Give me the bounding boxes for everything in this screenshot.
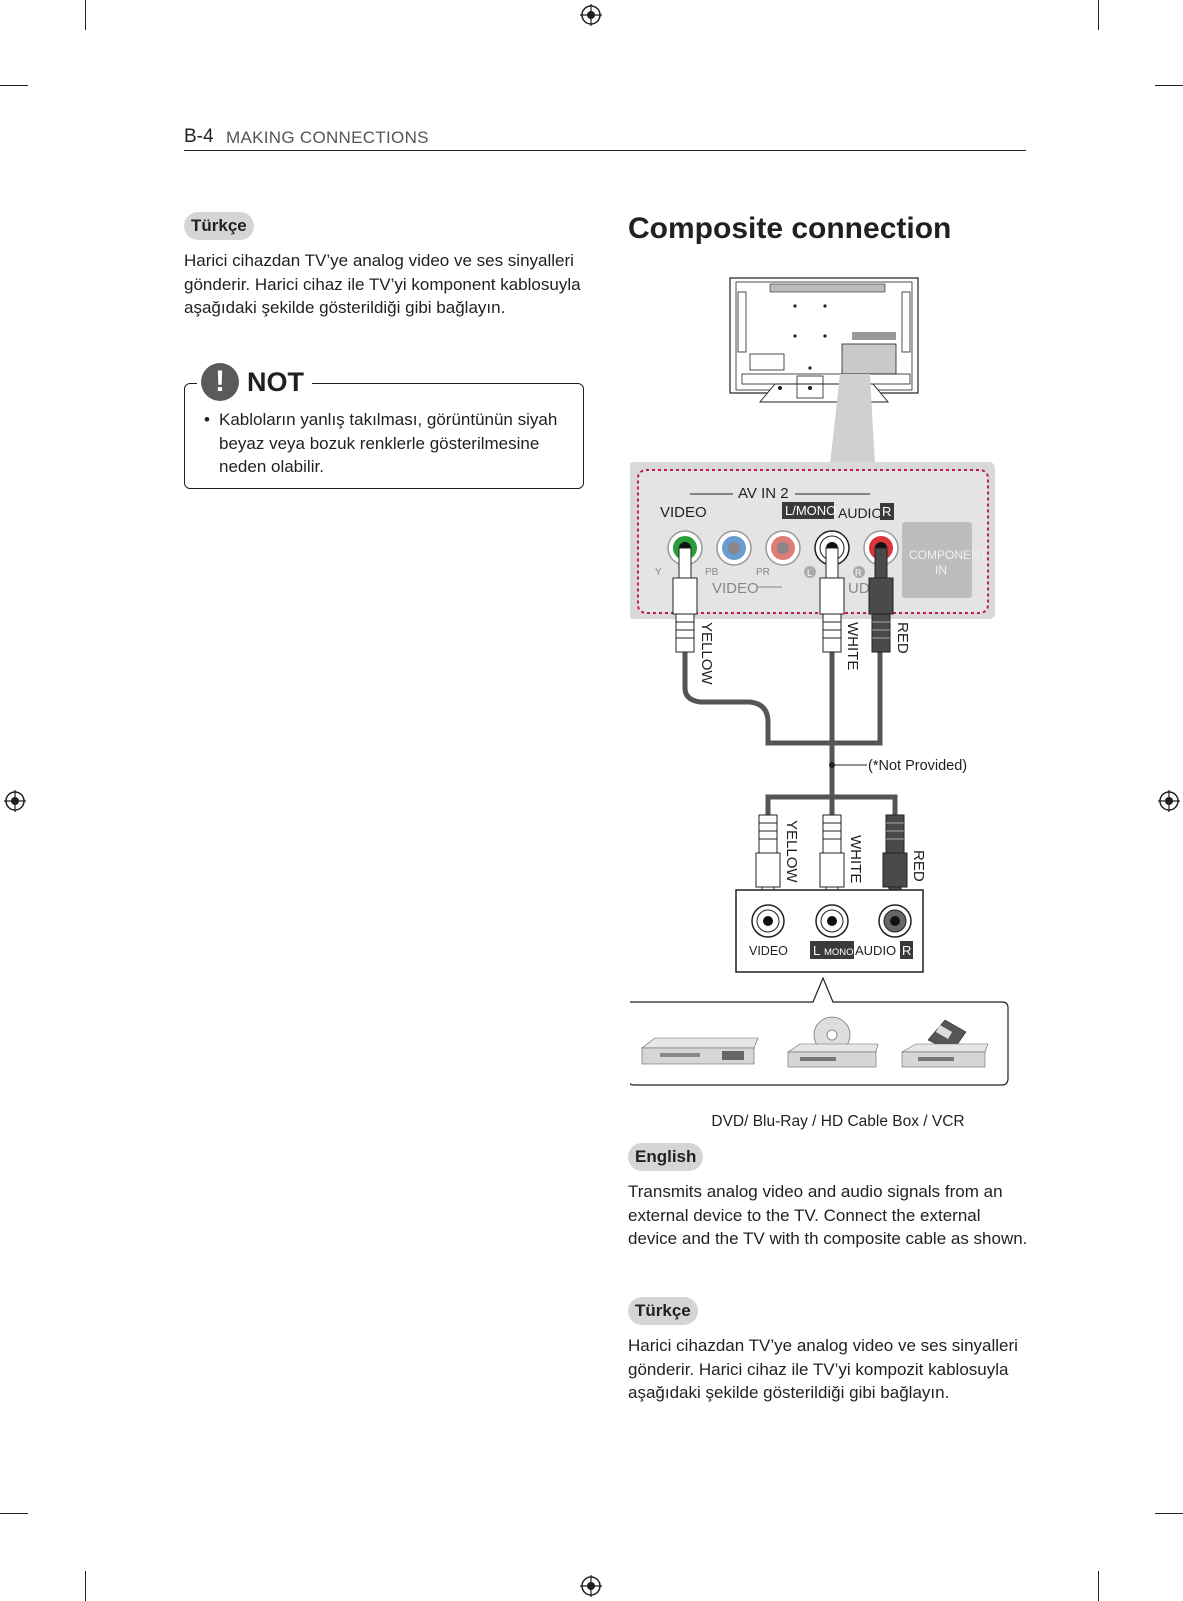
jack-r-label: R	[855, 568, 862, 578]
cable-label-white-bottom: WHITE	[847, 835, 864, 883]
intro-paragraph: Harici cihazdan TV’ye analog video ve se…	[184, 251, 581, 317]
tv-back-illustration	[729, 277, 919, 403]
component-in-label: COMPONENT IN	[909, 548, 990, 577]
crop-mark	[1155, 1513, 1183, 1515]
english-paragraph: Transmits analog video and audio signals…	[628, 1182, 1028, 1248]
component-in-text-line2: IN	[935, 563, 947, 577]
plug-red-top	[868, 547, 894, 653]
plug-yellow-top	[672, 547, 698, 653]
cable-label-white-top: WHITE	[844, 622, 861, 670]
jack-pr-red	[765, 530, 801, 566]
audio-bottom-label: UD	[848, 580, 870, 597]
l-mono-label: L/MONO	[785, 503, 836, 518]
video-bottom-label: VIDEO	[712, 580, 759, 597]
jack-pr-label: PR	[756, 567, 770, 578]
composite-connection-diagram: AV IN 2 VIDEO L/MONO AUDIO R Y PB PR	[630, 277, 1009, 1086]
audio-r-label: R	[882, 504, 891, 519]
crop-mark	[85, 0, 87, 30]
jack-l-label: L	[807, 568, 812, 578]
page-header: B-4 MAKING CONNECTIONS	[184, 126, 1026, 151]
device-video-label: VIDEO	[749, 944, 788, 958]
jack-pb-label: PB	[705, 567, 719, 578]
vcr-icon	[900, 1019, 989, 1068]
cable-label-yellow-bottom: YELLOW	[783, 820, 800, 883]
device-r-label: R	[902, 943, 911, 958]
language-badge-english: English	[628, 1143, 704, 1171]
note-title: ! NOT	[197, 360, 312, 404]
crop-mark	[0, 85, 28, 87]
component-in-text: COMPONENT	[909, 548, 988, 562]
bullet: •	[204, 410, 210, 429]
crop-mark	[1098, 1571, 1100, 1601]
jack-y-label: Y	[655, 567, 662, 578]
registration-mark-icon	[580, 1575, 602, 1597]
device-output-panel: VIDEO L MONO AUDIO R	[735, 889, 924, 973]
registration-mark-icon	[4, 790, 26, 812]
cable-label-yellow-top: YELLOW	[698, 622, 715, 685]
plug-white-top	[819, 547, 845, 653]
blu-ray-player-icon	[787, 1016, 879, 1068]
section-title: MAKING CONNECTIONS	[226, 128, 429, 147]
video-label: VIDEO	[660, 504, 707, 521]
note-heading: NOT	[247, 366, 304, 397]
crop-mark	[1155, 85, 1183, 87]
section-heading: Composite connection	[628, 212, 952, 245]
language-badge-turkish-2: Türkçe	[628, 1297, 698, 1325]
note-bullet-text: Kabloların yanlış takılması, görüntünün …	[219, 410, 558, 476]
crop-mark	[1098, 0, 1100, 30]
device-caption: DVD/ Blu-Ray / HD Cable Box / VCR	[711, 1113, 965, 1130]
dvd-player-icon	[641, 1037, 759, 1065]
cable-label-red-top: RED	[894, 622, 911, 654]
not-provided-label: (*Not Provided)	[868, 758, 967, 774]
crop-mark	[85, 1571, 87, 1601]
device-mono-label: MONO	[824, 947, 854, 958]
device-l-label: L	[813, 943, 820, 958]
tv-input-panel: AV IN 2 VIDEO L/MONO AUDIO R Y PB PR	[630, 462, 995, 619]
page-number: B-4	[184, 126, 214, 147]
exclamation-icon: !	[201, 363, 239, 401]
cable-label-red-bottom: RED	[910, 850, 927, 882]
audio-label: AUDIO	[838, 505, 882, 521]
language-badge-turkish: Türkçe	[184, 212, 254, 240]
note-box	[184, 383, 584, 489]
registration-mark-icon	[1158, 790, 1180, 812]
jack-pb-blue	[716, 530, 752, 566]
devices-box	[630, 976, 1009, 1086]
crop-mark	[0, 1513, 28, 1515]
av-in-2-label: AV IN 2	[738, 485, 789, 502]
turkish-paragraph: Harici cihazdan TV’ye analog video ve se…	[628, 1336, 1018, 1402]
device-audio-label: AUDIO	[855, 943, 896, 958]
registration-mark-icon	[580, 4, 602, 26]
